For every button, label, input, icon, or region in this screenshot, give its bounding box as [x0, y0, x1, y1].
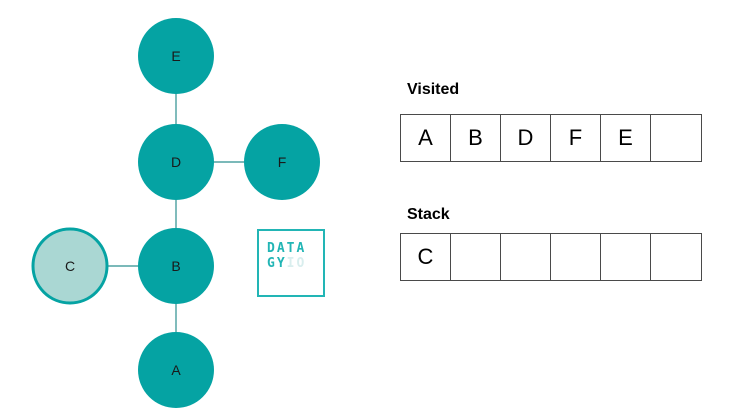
node-circle	[31, 227, 109, 305]
node-circle	[138, 332, 214, 408]
graph-nodes: E D F B C A	[31, 18, 320, 408]
visited-cell: F	[551, 115, 601, 161]
logo-line-2-faint: IO	[286, 256, 307, 271]
logo-line-2: GYIO	[267, 256, 323, 271]
node-c: C	[31, 227, 109, 305]
visited-cell: E	[601, 115, 651, 161]
node-label: D	[171, 154, 181, 170]
node-circle	[244, 124, 320, 200]
node-circle	[138, 124, 214, 200]
visited-title: Visited	[407, 81, 460, 98]
logo-line-1: DATA	[267, 241, 307, 256]
node-b: B	[138, 228, 214, 304]
visited-cell: B	[451, 115, 501, 161]
stack-cell	[501, 234, 551, 280]
node-a: A	[138, 332, 214, 408]
node-d: D	[138, 124, 214, 200]
node-label: E	[171, 48, 180, 64]
node-label: A	[171, 362, 181, 378]
node-f: F	[244, 124, 320, 200]
datagyio-logo: DATA GYIO	[257, 229, 325, 297]
node-label: B	[171, 258, 180, 274]
graph-edges	[70, 56, 282, 370]
node-label: C	[65, 258, 75, 274]
stack-cell: C	[401, 234, 451, 280]
stack-cell	[551, 234, 601, 280]
node-label: F	[278, 154, 287, 170]
stack-array: C	[400, 233, 702, 281]
node-e: E	[138, 18, 214, 94]
stack-cell	[651, 234, 701, 280]
stack-cell	[451, 234, 501, 280]
logo-line-2-main: GY	[267, 256, 287, 271]
visited-cell	[651, 115, 701, 161]
visited-cell: A	[401, 115, 451, 161]
stack-title: Stack	[407, 206, 450, 223]
node-circle	[138, 228, 214, 304]
node-circle	[138, 18, 214, 94]
visited-cell: D	[501, 115, 551, 161]
visited-array: A B D F E	[400, 114, 702, 162]
stack-cell	[601, 234, 651, 280]
